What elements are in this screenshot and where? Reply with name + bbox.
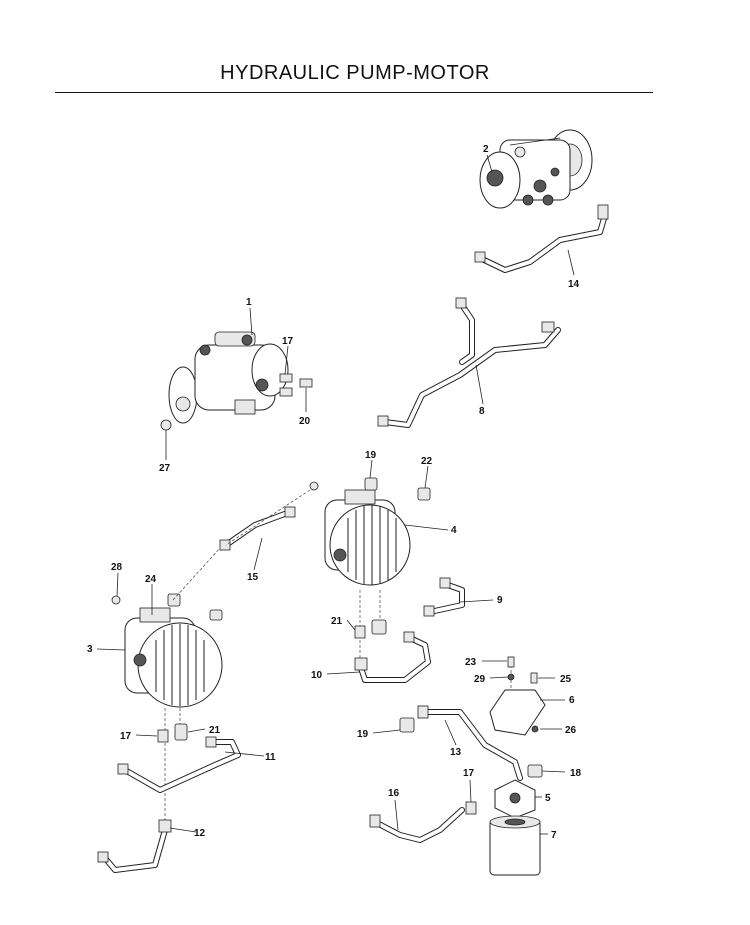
hose-part-11 [117,736,241,793]
hose-part-14 [474,204,609,273]
elbow-fitting-19 [364,477,378,491]
hose-part-9 [423,577,465,617]
callout-1: 1 [246,297,252,308]
nut-upper [309,481,319,491]
fitting-17-lower [157,729,169,743]
title-divider [55,92,653,93]
callout-9: 9 [497,595,503,606]
motor-part-3 [124,607,223,708]
callout-3: 3 [87,644,93,655]
callout-5: 5 [545,793,551,804]
callout-20: 20 [299,416,311,427]
callout-26: 26 [565,725,577,736]
callout-24: 24 [145,574,157,585]
pump-part-2 [479,129,593,209]
hose-part-8 [377,297,561,428]
callout-17-left: 17 [120,731,132,742]
dash-line-15b [172,547,221,601]
bolt-part-25 [530,672,538,684]
callout-29: 29 [474,674,486,685]
fitting-part-18 [527,764,543,778]
nut-part-27 [160,419,172,431]
callout-14: 14 [568,279,580,290]
callout-4: 4 [451,525,457,536]
callout-28: 28 [111,562,123,573]
callout-8: 8 [479,406,485,417]
callout-10: 10 [311,670,323,681]
callout-17-right: 17 [463,768,475,779]
elbow-fitting-19-lower [399,717,415,733]
fitting-21-a [354,625,366,639]
leader-lines [96,154,575,835]
callout-27: 27 [159,463,171,474]
filter-part-7 [489,815,541,876]
motor-part-4 [324,489,411,586]
hose-part-15 [219,506,296,551]
nut-part-26 [531,725,539,733]
callout-6: 6 [569,695,575,706]
bolt-part-23 [507,656,515,668]
callout-7: 7 [551,830,557,841]
washer-part-29 [507,673,515,681]
hose-part-13 [417,705,523,781]
callout-17-top: 17 [282,336,294,347]
fitting-21-lower [174,723,188,741]
fittings-17-20 [279,373,313,397]
hose-part-10 [354,631,431,683]
nut-part-28 [111,595,121,605]
elbow-fitting-left [167,593,181,607]
callout-labels: 2 14 1 17 20 27 8 19 22 4 15 28 24 3 9 2… [87,144,582,841]
callout-19-lower: 19 [357,729,369,740]
elbow-fitting-22 [417,487,431,501]
callout-15: 15 [247,572,259,583]
callout-18: 18 [570,768,582,779]
callout-21-lower: 21 [209,725,221,736]
callout-22: 22 [421,456,433,467]
fitting-17-right [465,801,477,815]
callout-21-top: 21 [331,616,343,627]
hose-part-16 [369,807,465,843]
callout-13: 13 [450,747,462,758]
callout-16: 16 [388,788,400,799]
callout-2: 2 [483,144,489,155]
page-title: HYDRAULIC PUMP-MOTOR [220,62,490,84]
dash-line-15 [225,489,311,546]
callout-23: 23 [465,657,477,668]
callout-25: 25 [560,674,572,685]
bracket-part-6 [489,689,546,736]
callout-12: 12 [194,828,206,839]
callout-19-top: 19 [365,450,377,461]
fitting-21-b [371,619,387,635]
callout-11: 11 [265,752,276,763]
fitting-right-of-3 [209,609,223,621]
hose-part-12 [97,819,172,873]
pump-part-1 [168,331,289,424]
